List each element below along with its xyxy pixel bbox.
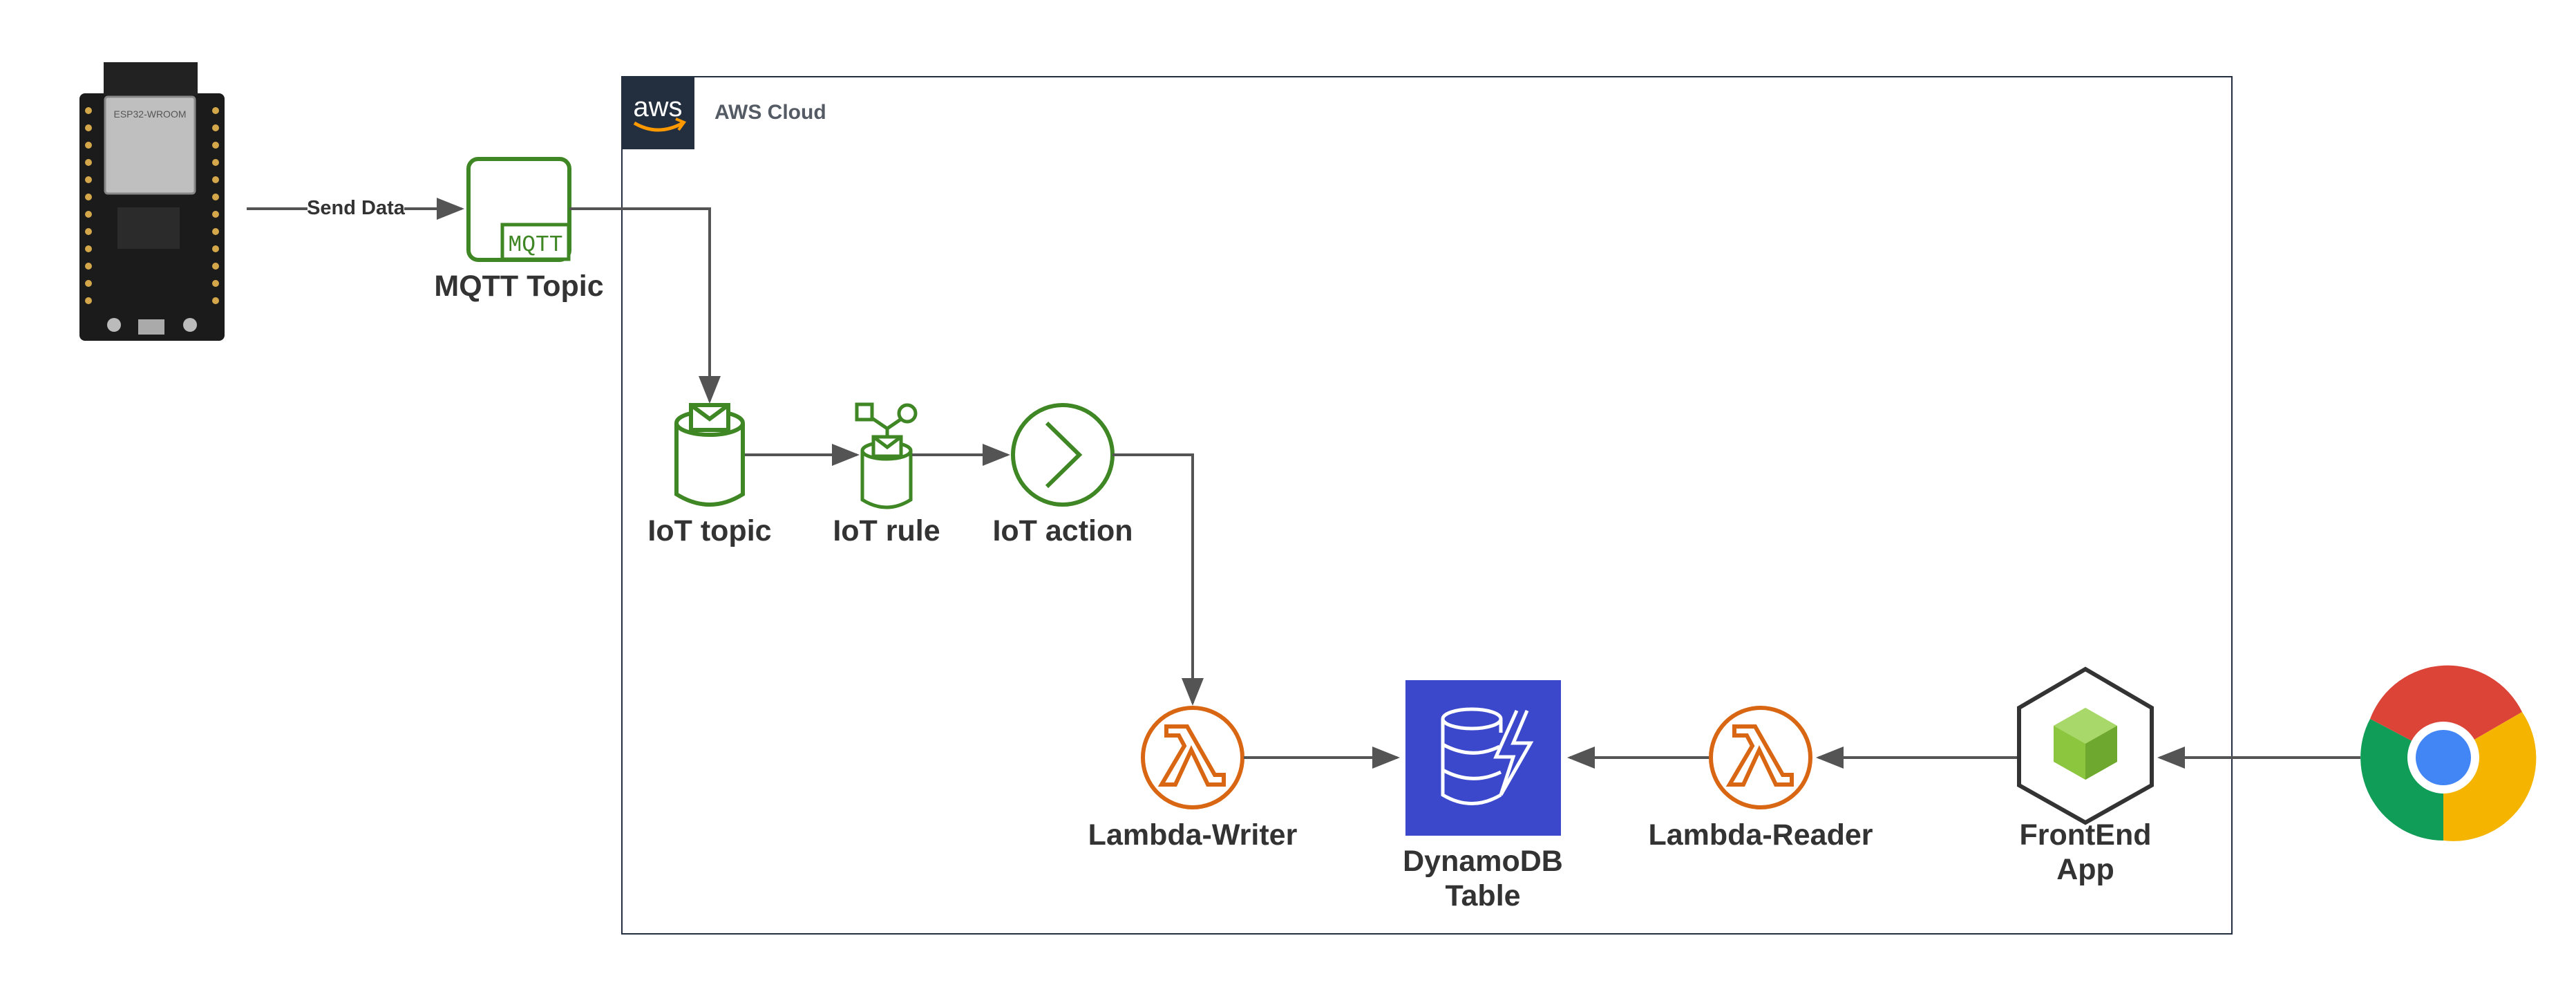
chrome-icon [2360,665,2537,841]
svg-text:aws: aws [633,92,682,122]
edge-iot-action-to-lambda-writer [1112,453,1204,706]
lambda-writer-label: Lambda-Writer [1088,818,1298,852]
dynamodb-label-line2: Table [1445,879,1520,912]
dynamodb-icon [1405,680,1561,836]
send-data-label: Send Data [307,197,406,219]
iot-topic-icon [674,403,745,507]
iot-action-node: IoT action [992,403,1133,547]
frontend-label-line2: App [2056,853,2114,886]
svg-text:MQTT: MQTT [508,232,562,258]
lambda-reader-node: Lambda-Reader [1649,706,1873,852]
dynamodb-label-line1: DynamoDB [1403,845,1563,878]
lambda-reader-label: Lambda-Reader [1649,818,1873,852]
esp32-board-icon: ESP32-WROOM [79,62,225,341]
iot-rule-node: IoT rule [833,402,940,547]
mqtt-topic-node: MQTT MQTT Topic [434,157,604,303]
edge-mqtt-to-iot-topic [569,207,721,404]
mqtt-topic-label: MQTT Topic [434,270,603,303]
dynamodb-table-node: DynamoDB Table [1403,680,1563,912]
iot-rule-icon [855,402,918,509]
frontend-app-node: FrontEnd App [2017,666,2154,886]
aws-logo-icon: aws [622,77,694,149]
iot-action-icon [1011,403,1115,507]
iot-topic-label: IoT topic [647,514,771,547]
aws-cloud-group: aws AWS Cloud [621,76,2233,935]
iot-action-label: IoT action [992,514,1133,547]
aws-cloud-title: AWS Cloud [714,101,826,124]
mqtt-topic-icon: MQTT [466,157,571,262]
iot-rule-label: IoT rule [833,514,940,547]
svg-text:ESP32-WROOM: ESP32-WROOM [113,109,186,120]
lambda-icon [1709,706,1812,809]
iot-topic-node: IoT topic [647,403,772,547]
lambda-icon [1141,706,1244,809]
frontend-app-icon [2017,666,2154,825]
lambda-writer-node: Lambda-Writer [1088,706,1298,852]
edge-device-to-mqtt: Send Data [247,195,464,221]
frontend-label-line1: FrontEnd [2019,818,2151,852]
